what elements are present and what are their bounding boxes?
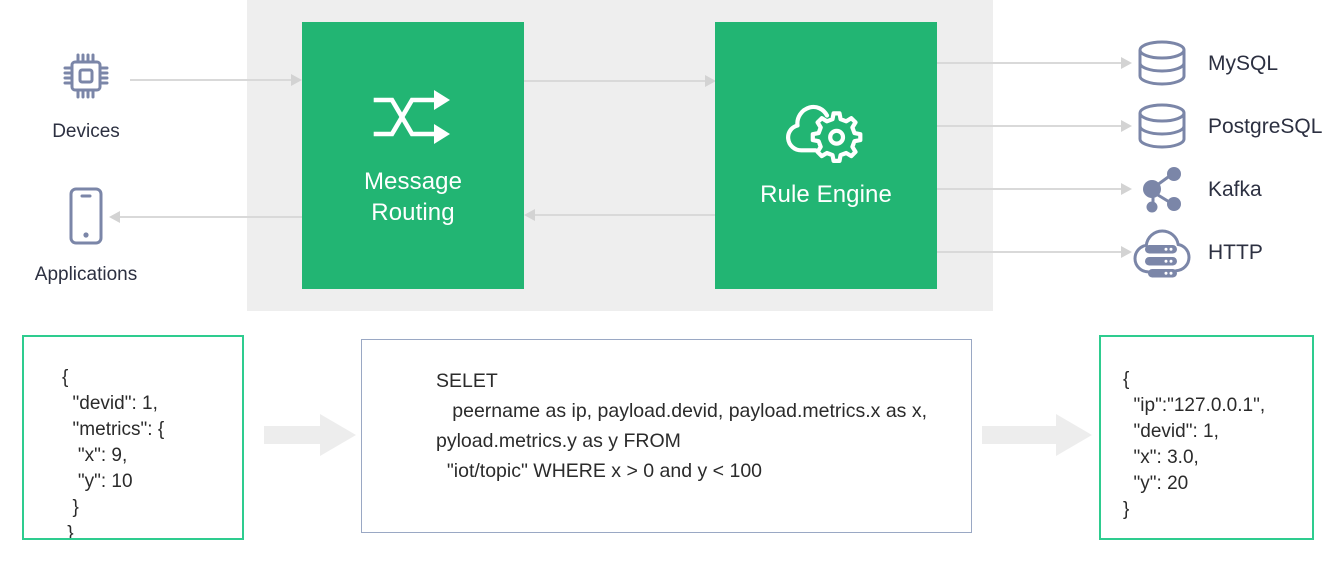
endpoint-applications-label: Applications (34, 264, 138, 285)
smartphone-icon (64, 185, 108, 252)
database-icon (1132, 101, 1192, 153)
process-rule-engine-label: Rule Engine (760, 181, 892, 208)
arrowhead-right-icon (705, 75, 716, 87)
endpoint-devices-label: Devices (52, 121, 120, 142)
flow-line (937, 188, 1122, 190)
arrowhead-left-icon (109, 211, 120, 223)
endpoint-kafka[interactable]: Kafka (1132, 162, 1262, 218)
database-icon (1132, 38, 1192, 90)
endpoint-mysql[interactable]: MySQL (1132, 36, 1278, 92)
process-rule-engine[interactable]: Rule Engine (715, 22, 937, 289)
arrowhead-left-icon (524, 209, 535, 221)
endpoint-mysql-label: MySQL (1208, 52, 1279, 75)
process-message-routing[interactable]: Message Routing (302, 22, 524, 289)
rule-sql-code: SELET peername as ip, payload.devid, pay… (436, 370, 928, 482)
endpoint-kafka-label: Kafka (1208, 178, 1262, 201)
flow-input-to-sql-arrow (264, 414, 356, 456)
shuffle-arrows-icon (370, 84, 456, 150)
arrowhead-right-icon (1121, 120, 1132, 132)
endpoint-postgresql-label: PostgreSQL (1208, 115, 1323, 138)
rule-sql-box: SELET peername as ip, payload.devid, pay… (361, 339, 972, 533)
flow-line (937, 62, 1122, 64)
flow-line (535, 214, 715, 216)
endpoint-postgresql[interactable]: PostgreSQL (1132, 99, 1322, 155)
flow-sql-to-output-arrow (982, 414, 1092, 456)
node-graph-icon (1132, 164, 1192, 216)
endpoint-http[interactable]: HTTP (1132, 225, 1263, 281)
output-payload-box: { "ip":"127.0.0.1", "devid": 1, "x": 3.0… (1099, 335, 1314, 540)
flow-line (937, 251, 1122, 253)
endpoint-applications[interactable]: Applications (6, 185, 166, 286)
arrowhead-right-icon (291, 74, 302, 86)
endpoint-devices[interactable]: Devices (6, 48, 166, 143)
flow-line (130, 79, 292, 81)
arrowhead-right-icon (1121, 57, 1132, 69)
endpoint-http-label: HTTP (1208, 241, 1263, 264)
flow-line (120, 216, 302, 218)
output-payload-code: { "ip":"127.0.0.1", "devid": 1, "x": 3.0… (1123, 369, 1266, 520)
chip-icon (58, 48, 114, 109)
process-message-routing-label: Message Routing (363, 167, 463, 226)
input-payload-box: { "devid": 1, "metrics": { "x": 9, "y": … (22, 335, 244, 540)
flow-line (937, 125, 1122, 127)
cloud-gear-icon (783, 101, 869, 167)
input-payload-code: { "devid": 1, "metrics": { "x": 9, "y": … (62, 367, 165, 540)
cloud-server-icon (1132, 227, 1192, 279)
flow-line (524, 80, 706, 82)
arrowhead-right-icon (1121, 183, 1132, 195)
arrowhead-right-icon (1121, 246, 1132, 258)
